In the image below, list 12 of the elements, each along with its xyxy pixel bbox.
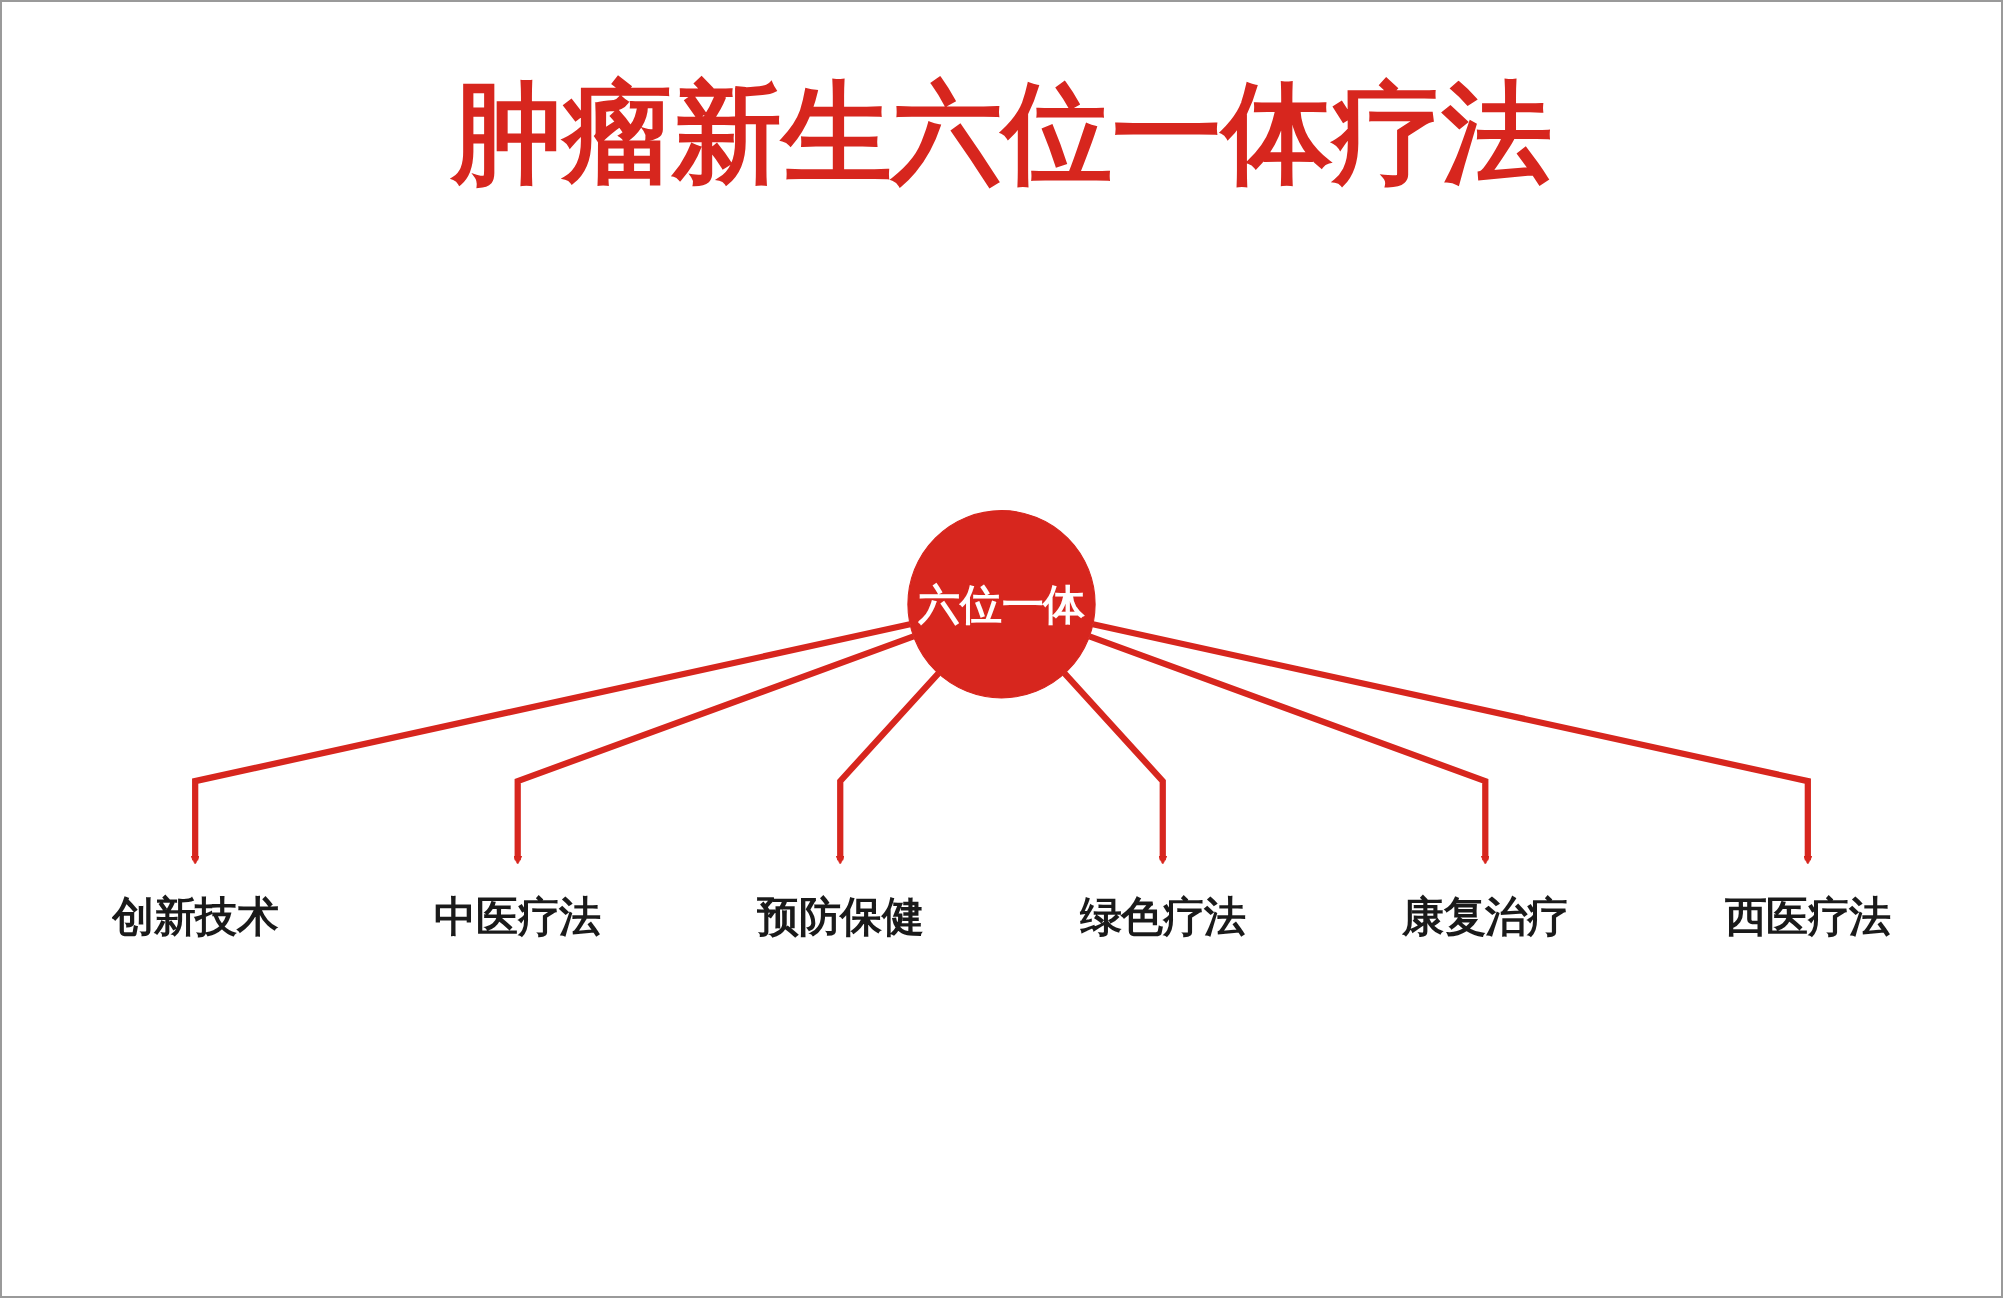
node-text: 预防保健: [757, 893, 924, 940]
node-text: 西医疗法: [1724, 893, 1892, 940]
arrow: [1092, 621, 1813, 865]
arrow: [190, 621, 911, 865]
arrow: [513, 633, 915, 865]
node-text: 中医疗法: [434, 893, 601, 940]
node-text: 康复治疗: [1402, 893, 1569, 940]
arrow: [1062, 671, 1168, 865]
arrow: [835, 671, 941, 865]
title: 肿瘤新生六位一体疗法: [451, 72, 1552, 193]
arrow: [1088, 633, 1490, 865]
node-text: 绿色疗法: [1079, 893, 1246, 940]
